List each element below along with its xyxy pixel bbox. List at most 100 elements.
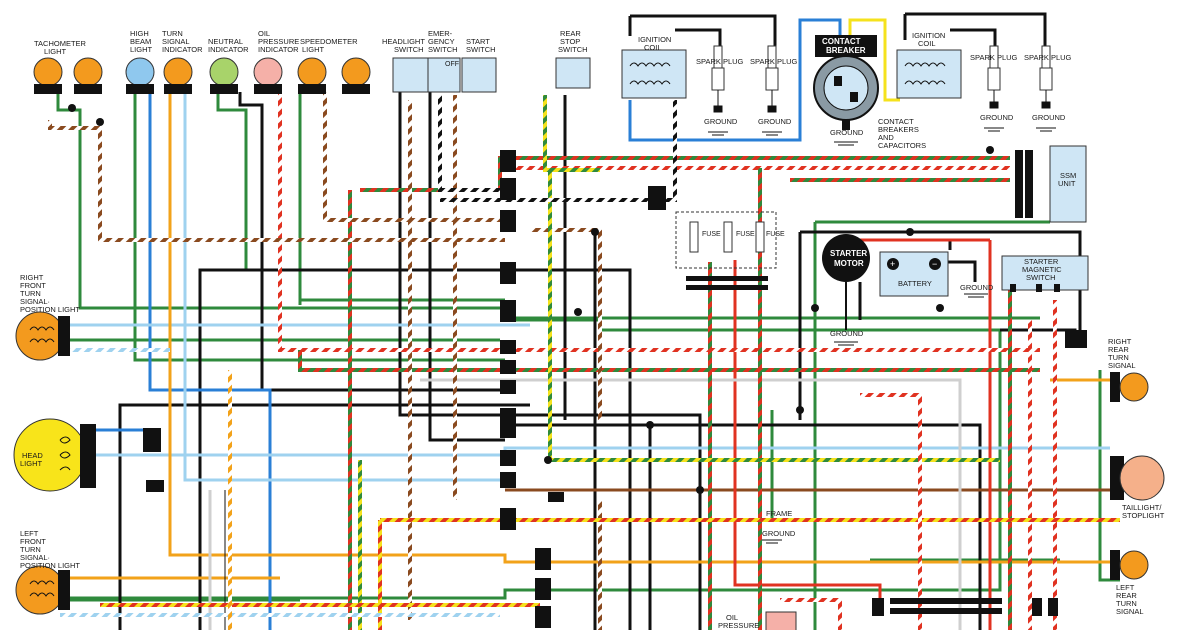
left-front-label-4: SIGNAL· — [20, 553, 50, 562]
starter-motor-icon — [822, 234, 870, 282]
ignition-coil-right-label-2: COIL — [918, 39, 936, 48]
ssm-unit-icon — [1049, 145, 1087, 223]
spark-plug-icon — [711, 45, 725, 91]
taillight-stoplight-icon — [1110, 455, 1165, 501]
svg-text:−: − — [932, 259, 937, 269]
left-front-label-1: LEFT — [20, 529, 39, 538]
left-front-position-label: POSITION LIGHT — [20, 561, 80, 570]
junction-dots — [68, 104, 994, 494]
connector-blocks — [143, 150, 1087, 628]
rear-stop-switch-icon — [555, 57, 591, 89]
ground-label: GROUND — [704, 117, 738, 126]
wire-brown-white — [780, 598, 842, 630]
left-rear-label-4: SIGNAL — [1116, 607, 1144, 616]
wire-red-green — [298, 350, 1040, 372]
wire-black — [630, 14, 777, 50]
right-front-label-2: FRONT — [20, 281, 46, 290]
tachometer-label-1: TACHOMETER — [34, 39, 87, 48]
right-front-label-1: RIGHT — [20, 273, 44, 282]
ground-label: GROUND — [758, 117, 792, 126]
right-rear-turn-signal-icon — [1110, 372, 1149, 402]
wire-brown-white — [48, 120, 505, 242]
fuse-label: FUSE — [702, 231, 721, 238]
ground-label: GROUND — [980, 113, 1014, 122]
wire-lightblue — [183, 92, 505, 482]
starter-switch-label-3: SWITCH — [1026, 273, 1056, 282]
starter-switch-label-1: STARTER — [1024, 257, 1059, 266]
start-switch-icon — [461, 57, 497, 93]
right-front-label-3: TURN — [20, 289, 41, 298]
wire-black — [800, 230, 1082, 330]
start-switch-label-2: SWITCH — [466, 45, 496, 54]
left-front-label-3: TURN — [20, 545, 41, 554]
turn-signal-indicator-icon — [163, 57, 193, 94]
spark-plug-icon — [765, 45, 779, 91]
ignition-coil-left-label-1: IGNITION — [638, 35, 671, 44]
emergency-label-1: EMER- — [428, 29, 453, 38]
turn-signal-label-2: SIGNAL — [162, 37, 190, 46]
emergency-label-3: SWITCH — [428, 45, 458, 54]
right-rear-label-2: REAR — [1108, 345, 1129, 354]
fuse-label: FUSE — [736, 231, 755, 238]
rear-stop-label-1: REAR — [560, 29, 581, 38]
ssm-label-2: UNIT — [1058, 179, 1076, 188]
starter-ground-label: GROUND — [830, 329, 864, 338]
wire-brown-white — [860, 393, 922, 630]
wire-green — [60, 330, 1002, 600]
left-rear-turn-signal-icon — [1110, 550, 1149, 580]
fuse-icon — [723, 221, 733, 253]
high-beam-light-icon — [125, 57, 155, 94]
wire-brown-white — [530, 228, 602, 420]
fuse-box-icon — [675, 211, 777, 269]
ground-label: GROUND — [1032, 113, 1066, 122]
indicator-labels: TACHOMETER LIGHT HIGH BEAM LIGHT TURN SI… — [34, 29, 358, 56]
wire-green — [505, 318, 1000, 332]
starter-motor-label-1: STARTER — [830, 249, 867, 258]
wire-red — [733, 260, 882, 610]
left-front-turn-signal-icon — [15, 565, 70, 615]
oil-pressure-label-2: PRESSURE — [718, 621, 759, 630]
breaker-caption-4: CAPACITORS — [878, 141, 926, 150]
wire-black — [905, 12, 1047, 50]
right-front-turn-signal-icon — [15, 311, 70, 361]
wire-black — [238, 92, 505, 392]
turn-signal-label-1: TURN — [162, 29, 183, 38]
battery-ground-label: GROUND — [960, 283, 994, 292]
headlight-switch-label-1: HEADLIGHT — [382, 37, 425, 46]
wire-blue — [628, 18, 842, 142]
ignition-coil-left-icon — [621, 49, 687, 99]
fuse-icon — [689, 221, 699, 253]
headlight-icon — [13, 418, 96, 492]
wire-yellow — [848, 18, 900, 102]
starter-magnetic-switch-icon — [1001, 255, 1089, 291]
oil-pressure-indicator-icon — [253, 57, 283, 94]
power-section: SSM UNIT FUSE FUSE FUSE STARTER MOTOR GR… — [675, 145, 1089, 630]
wire-brown-white — [323, 92, 505, 222]
contact-breaker-label-2: BREAKER — [826, 46, 866, 55]
spark-plug-label: SPARK PLUG — [1024, 53, 1072, 62]
headlight-label-1: HEAD — [22, 451, 43, 460]
spark-plug-label: SPARK PLUG — [970, 53, 1018, 62]
contact-breaker-label-1: CONTACT — [822, 37, 861, 46]
wire-black — [950, 28, 997, 50]
rear-lights: RIGHT REAR TURN SIGNAL TAILLIGHT/ STOPLI… — [1108, 337, 1165, 616]
emergency-label-2: GENCY — [428, 37, 455, 46]
off-label: OFF — [445, 61, 459, 68]
frame-label: FRAME — [766, 509, 792, 518]
speedometer-label-1: SPEEDOMETER — [300, 37, 358, 46]
front-lights: RIGHT FRONT TURN SIGNAL· POSITION LIGHT … — [13, 273, 96, 615]
battery-positive-icon — [887, 258, 899, 270]
spark-plug-label: SPARK PLUG — [750, 57, 798, 66]
turn-signal-label-3: INDICATOR — [162, 45, 203, 54]
wire-green — [133, 92, 505, 362]
battery-negative-icon — [929, 258, 941, 270]
wire-black-white — [438, 95, 505, 192]
right-rear-label-1: RIGHT — [1108, 337, 1132, 346]
speedometer-light-icon — [297, 57, 371, 94]
wire-green-yellow — [543, 95, 600, 172]
ignition-coil-left-label-2: COIL — [644, 43, 662, 52]
wire-black — [428, 92, 505, 442]
left-rear-label-1: LEFT — [1116, 583, 1135, 592]
neutral-indicator-icon — [209, 57, 239, 94]
taillight-label-2: STOPLIGHT — [1122, 511, 1165, 520]
